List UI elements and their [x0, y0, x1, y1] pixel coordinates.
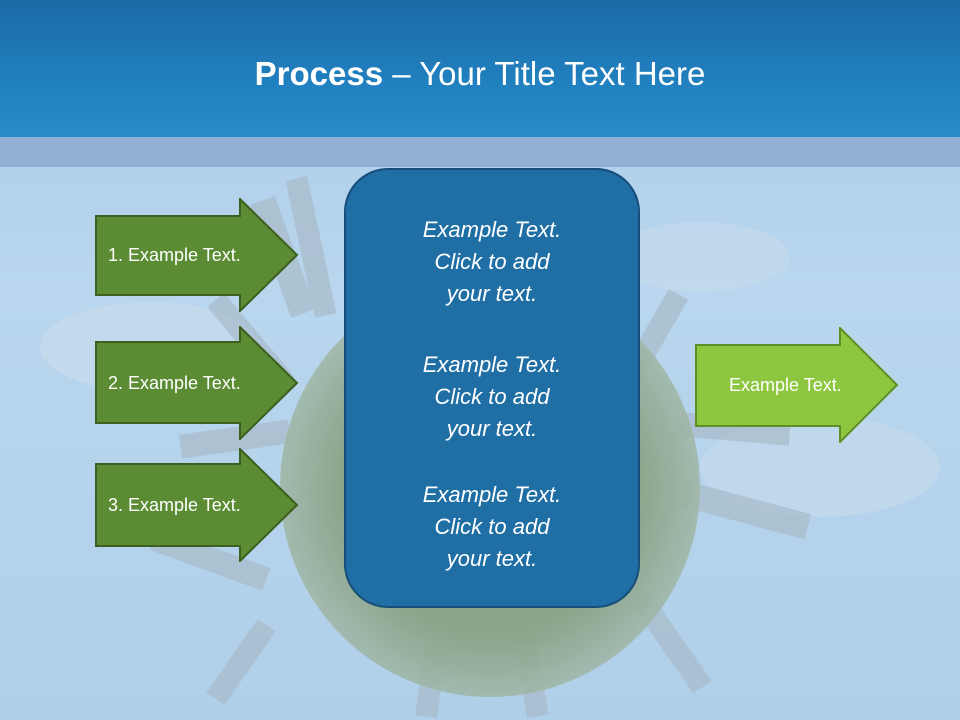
- center-text-line: Example Text.: [422, 217, 562, 242]
- center-text-block-2: Example Text. Click to add your text.: [346, 349, 638, 445]
- slide-title-bold: Process: [254, 55, 384, 92]
- center-text-block-1: Example Text. Click to add your text.: [346, 214, 638, 310]
- center-text-line: your text.: [446, 546, 538, 571]
- center-text-block-3: Example Text. Click to add your text.: [346, 479, 638, 575]
- step-arrow-label: 1. Example Text.: [108, 244, 241, 265]
- center-text-line: Click to add: [434, 249, 550, 274]
- step-arrow-label: 2. Example Text.: [108, 372, 241, 393]
- step-arrow-3[interactable]: 3. Example Text.: [95, 448, 300, 562]
- title-sub-band: [0, 137, 960, 167]
- step-arrow-label: 3. Example Text.: [108, 494, 241, 515]
- center-text-line: your text.: [446, 416, 538, 441]
- title-bar: [0, 0, 960, 137]
- arrow-shape-icon: [95, 448, 299, 562]
- center-text-line: your text.: [446, 281, 538, 306]
- output-arrow-label: Example Text.: [729, 374, 842, 395]
- center-text-line: Click to add: [434, 384, 550, 409]
- slide-title[interactable]: Process – Your Title Text Here: [0, 52, 960, 96]
- center-process-box[interactable]: Example Text. Click to add your text. Ex…: [344, 168, 640, 608]
- arrow-shape-icon: [95, 326, 299, 440]
- slide-title-rest: – Your Title Text Here: [383, 55, 706, 92]
- center-text-line: Example Text.: [422, 352, 562, 377]
- center-text-line: Click to add: [434, 514, 550, 539]
- arrow-shape-icon: [95, 198, 299, 312]
- arrow-shape-icon: [695, 327, 899, 443]
- center-text-line: Example Text.: [422, 482, 562, 507]
- step-arrow-1[interactable]: 1. Example Text.: [95, 198, 300, 312]
- step-arrow-2[interactable]: 2. Example Text.: [95, 326, 300, 440]
- output-arrow[interactable]: Example Text.: [695, 327, 900, 443]
